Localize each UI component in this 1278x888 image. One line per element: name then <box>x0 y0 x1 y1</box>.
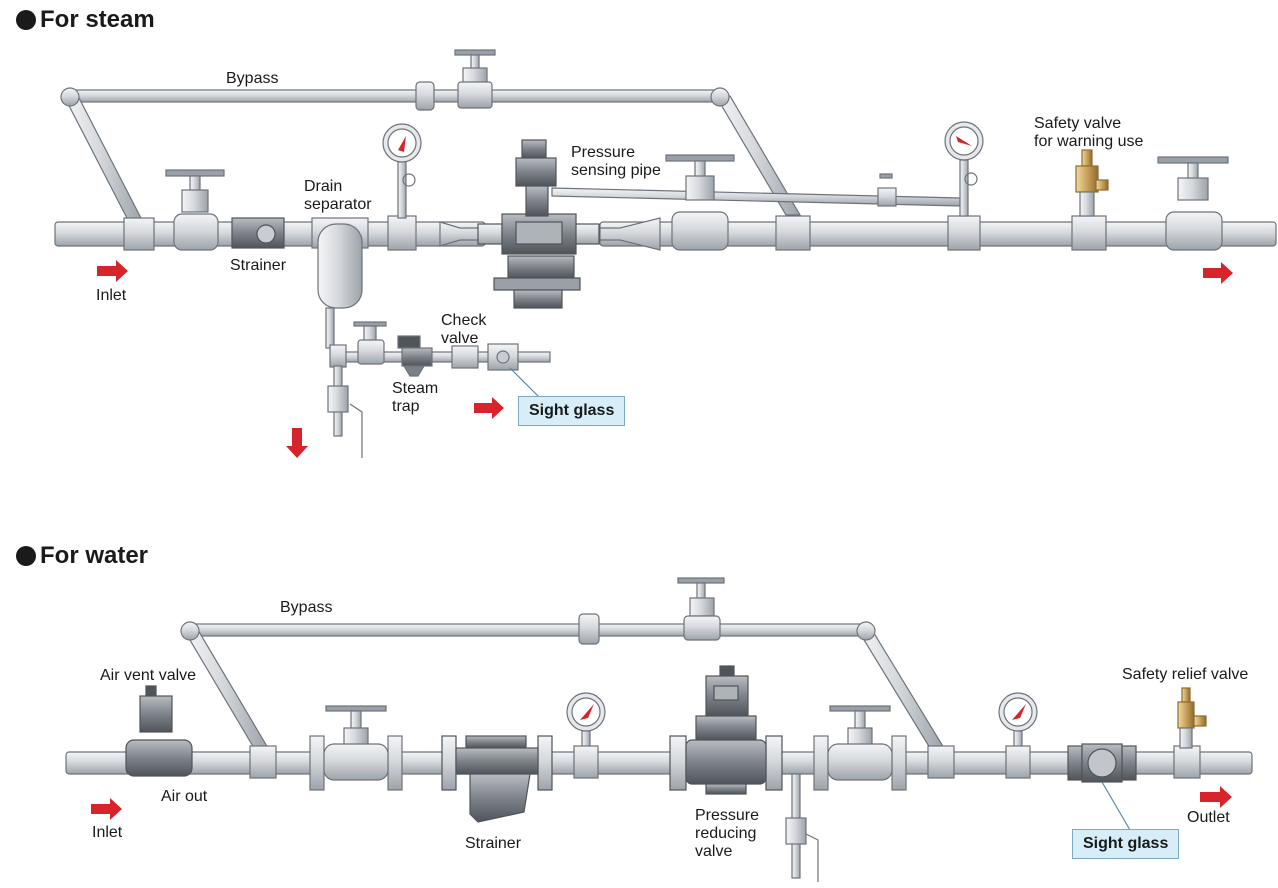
water-outlet-arrow <box>1200 786 1232 808</box>
steam-pressure-sensing-pipe <box>551 173 961 207</box>
water-diagram <box>65 577 1253 882</box>
water-section-header: For water <box>16 542 148 570</box>
steam-trap-label: Steam trap <box>392 380 439 415</box>
water-air-vent-valve <box>125 685 193 777</box>
water-sight-glass <box>1067 743 1137 831</box>
water-bypass-globe-valve <box>677 577 725 641</box>
steam-bypass-label: Bypass <box>226 70 279 87</box>
steam-check-valve-label: Check valve <box>441 312 487 347</box>
steam-sightglass-arrow <box>474 397 504 419</box>
water-drain-valve <box>785 773 819 882</box>
steam-pressure-gauge-left <box>382 123 422 219</box>
steam-strainer <box>231 217 285 249</box>
steam-header-text: For steam <box>40 6 155 33</box>
water-air-out-label: Air out <box>161 788 208 805</box>
steam-pressure-sensing-pipe-label: Pressure sensing pipe <box>571 144 661 179</box>
steam-drain-separator-label: Drain separator <box>304 178 372 213</box>
steam-outlet-gate-valve <box>1157 156 1229 251</box>
steam-inlet-label: Inlet <box>96 287 127 304</box>
water-inlet-gate-valve <box>309 705 403 791</box>
water-inlet-arrow <box>91 798 122 820</box>
water-strainer-label: Strainer <box>465 835 522 852</box>
water-safety-relief-valve-label: Safety relief valve <box>1122 666 1249 683</box>
water-sight-glass-callout: Sight glass <box>1072 829 1180 859</box>
steam-bypass-pipe <box>60 81 802 221</box>
steam-safety-valve-label: Safety valve for warning use <box>1034 115 1144 150</box>
steam-safety-valve <box>1075 149 1109 217</box>
steam-drain-line <box>327 321 551 458</box>
water-outlet-gate-valve <box>813 705 907 791</box>
steam-pressure-reducing-valve <box>477 139 600 309</box>
steam-mid-gate-valve <box>665 154 735 251</box>
steam-sight-glass-callout: Sight glass <box>518 396 626 426</box>
water-bypass-label: Bypass <box>280 599 333 616</box>
water-bypass-pipe <box>180 613 946 749</box>
water-safety-relief-valve <box>1177 687 1207 749</box>
steam-outlet-arrow <box>1203 262 1233 284</box>
water-pressure-reducing-valve <box>669 665 783 795</box>
water-pressure-gauge-left <box>566 692 606 779</box>
water-header-text: For water <box>40 542 149 569</box>
water-strainer <box>441 735 553 823</box>
steam-inlet-gate-valve <box>165 169 225 251</box>
steam-main-pipe <box>54 215 1277 251</box>
steam-section-header: For steam <box>16 6 155 34</box>
bullet-icon <box>16 10 36 30</box>
water-pressure-reducing-valve-label: Pressure reducing valve <box>695 807 760 860</box>
steam-strainer-label: Strainer <box>230 257 287 274</box>
steam-drain-arrow <box>286 428 308 458</box>
water-inlet-label: Inlet <box>92 824 123 841</box>
water-pressure-gauge-right <box>998 692 1038 779</box>
steam-pressure-gauge-right <box>944 121 984 217</box>
steam-inlet-arrow <box>97 260 128 282</box>
steam-drain-separator <box>311 217 369 349</box>
water-outlet-label: Outlet <box>1187 809 1230 826</box>
bullet-icon <box>16 546 36 566</box>
steam-diagram <box>54 49 1277 458</box>
water-air-vent-valve-label: Air vent valve <box>100 667 197 684</box>
steam-bypass-globe-valve <box>454 49 496 109</box>
